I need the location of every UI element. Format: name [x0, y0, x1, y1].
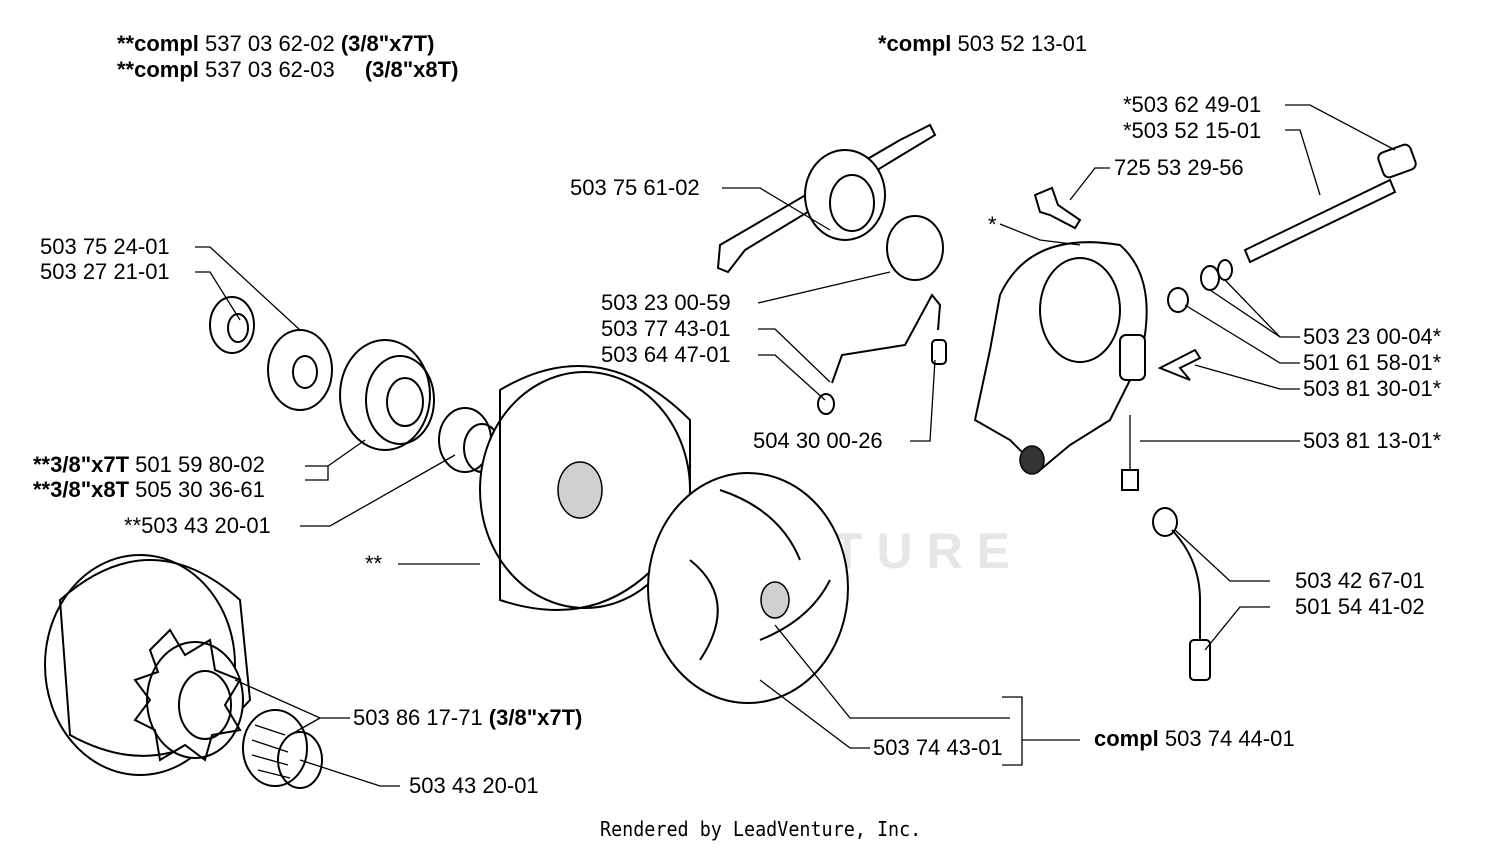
- label-503272101[interactable]: 503 27 21-01: [40, 259, 170, 284]
- label-503744301[interactable]: 503 74 43-01: [873, 735, 1003, 760]
- footer-credit: Rendered by LeadVenture, Inc.: [600, 817, 922, 841]
- label-503230004[interactable]: 503 23 00-04*: [1303, 324, 1442, 349]
- label-503861771[interactable]: 503 86 17-71 (3/8"x7T): [353, 705, 582, 731]
- label-503426701[interactable]: 503 42 67-01: [1295, 568, 1425, 593]
- label-503752401[interactable]: 503 75 24-01: [40, 234, 170, 259]
- part-number: 505 30 36-61: [135, 477, 265, 502]
- label-503756102[interactable]: 503 75 61-02: [570, 175, 700, 200]
- adjust-screw: [1121, 415, 1139, 491]
- part-number: 503 74 44-01: [1164, 726, 1295, 751]
- part-number: 501 59 80-02: [135, 452, 265, 477]
- label-501544102[interactable]: 501 54 41-02: [1295, 594, 1425, 619]
- plate-clip: [1157, 348, 1202, 381]
- seal-ring: [886, 215, 944, 281]
- part-number: 503 86 17-71: [353, 705, 483, 730]
- label-503432001-star[interactable]: **503 43 20-01: [124, 513, 271, 538]
- compl-prefix: compl: [1094, 726, 1159, 751]
- leader-lines: [195, 104, 1396, 787]
- header-left-line-1: **compl 537 03 62-02 (3/8"x7T): [117, 31, 434, 57]
- label-725532956[interactable]: 725 53 29-56: [1114, 155, 1244, 180]
- label-505303661[interactable]: **3/8"x8T 505 30 36-61: [33, 477, 265, 503]
- variant: (3/8"x7T): [340, 31, 435, 56]
- label-503774301[interactable]: 503 77 43-01: [601, 316, 731, 341]
- compl-prefix: *compl: [878, 31, 952, 56]
- label-star: *: [988, 212, 997, 237]
- variant: (3/8"x8T): [364, 57, 459, 82]
- oil-pump-housing: [973, 241, 1148, 475]
- compl-prefix: **compl: [117, 57, 199, 82]
- label-503811301[interactable]: 503 81 13-01*: [1303, 428, 1442, 453]
- variant-prefix: **3/8"x8T: [33, 477, 130, 502]
- variant-prefix: **3/8"x7T: [33, 452, 130, 477]
- label-503521501[interactable]: *503 52 15-01: [1123, 118, 1262, 143]
- clutch-drum-small: [44, 554, 252, 776]
- clutch-shoes: [647, 472, 849, 704]
- part-number: 503 52 13-01: [957, 31, 1088, 56]
- pump-shaft: [1243, 143, 1417, 264]
- label-503624901[interactable]: *503 62 49-01: [1123, 92, 1262, 117]
- label-503644701[interactable]: 503 64 47-01: [601, 342, 731, 367]
- washer: [267, 329, 333, 411]
- oil-pipe: [831, 293, 942, 384]
- variant: (3/8"x7T): [488, 705, 583, 730]
- label-504300026[interactable]: 504 30 00-26: [753, 428, 883, 453]
- label-503813001[interactable]: 503 81 30-01*: [1303, 376, 1442, 401]
- header-left-line-2: **compl 537 03 62-03 (3/8"x8T): [117, 57, 458, 83]
- circlip: [209, 296, 255, 354]
- label-501615801[interactable]: 501 61 58-01*: [1303, 350, 1442, 375]
- rim-sprocket: [339, 339, 435, 451]
- needle-bearing-bottom: [242, 709, 323, 789]
- oil-hose: [1152, 507, 1211, 681]
- label-501598002[interactable]: **3/8"x7T 501 59 80-02: [33, 452, 265, 478]
- part-number: 537 03 62-02: [205, 31, 335, 56]
- header-right: *compl 503 52 13-01: [878, 31, 1087, 57]
- spring-washers: [1167, 259, 1233, 313]
- label-compl-503744401[interactable]: compl 503 74 44-01: [1094, 726, 1295, 752]
- label-503230059[interactable]: 503 23 00-59: [601, 290, 731, 315]
- part-number: 537 03 62-03: [205, 57, 335, 82]
- label-503432001[interactable]: 503 43 20-01: [409, 773, 539, 798]
- compl-prefix: **compl: [117, 31, 199, 56]
- pump-bolt: [1033, 186, 1082, 230]
- label-double-star: **: [365, 551, 383, 576]
- clutch-cover: [716, 123, 937, 274]
